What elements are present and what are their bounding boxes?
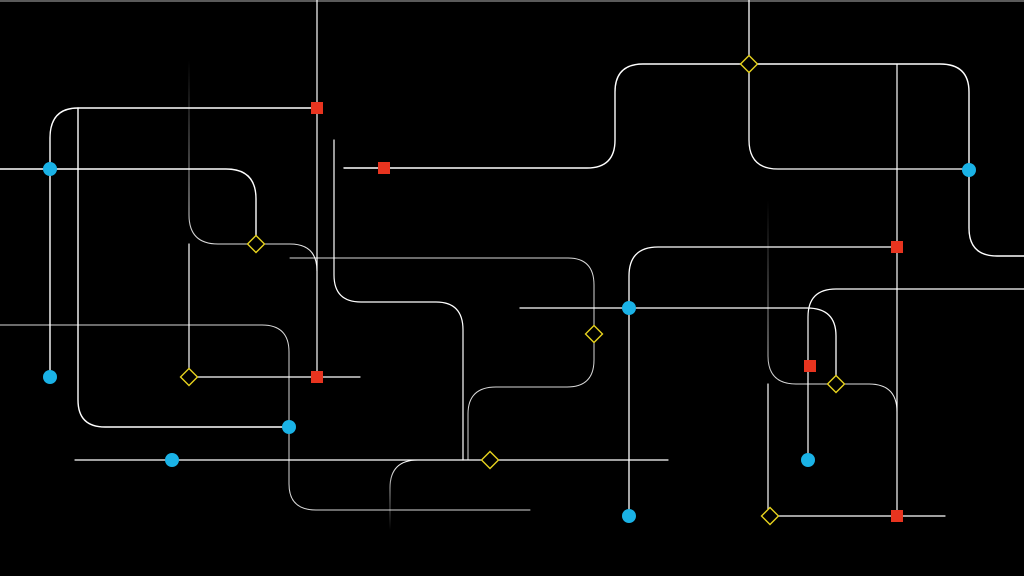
connector-node	[801, 453, 815, 467]
via-node	[584, 324, 604, 344]
via-node	[760, 506, 780, 526]
terminal-node	[891, 510, 903, 522]
connector-node	[622, 509, 636, 523]
connector-node	[43, 370, 57, 384]
terminal-node	[891, 241, 903, 253]
trace-right-loop	[767, 199, 898, 413]
circuit-nodes	[43, 54, 976, 526]
trace-center-wide	[289, 257, 595, 461]
trace-center-mid	[333, 139, 464, 461]
via-node	[739, 54, 759, 74]
trace-right-mid	[628, 246, 898, 517]
terminal-node	[804, 360, 816, 372]
trace-center-down	[389, 459, 419, 531]
terminal-node	[311, 102, 323, 114]
terminal-node	[378, 162, 390, 174]
trace-right-top	[748, 0, 970, 170]
connector-node	[962, 163, 976, 177]
trace-left-arc	[0, 168, 257, 245]
trace-left-inner	[77, 107, 290, 428]
trace-left-loop	[49, 107, 318, 378]
trace-left-long	[0, 324, 531, 511]
trace-center-bus	[343, 63, 1024, 257]
connector-node	[282, 420, 296, 434]
trace-right-inner	[807, 288, 1024, 461]
via-node	[246, 234, 266, 254]
connector-node	[43, 162, 57, 176]
via-node	[480, 450, 500, 470]
connector-node	[622, 301, 636, 315]
via-node	[826, 374, 846, 394]
connector-node	[165, 453, 179, 467]
trace-right-bottom	[767, 383, 946, 517]
via-node	[179, 367, 199, 387]
trace-right-cross	[519, 307, 837, 385]
trace-loop-a	[188, 59, 318, 272]
terminal-node	[311, 371, 323, 383]
